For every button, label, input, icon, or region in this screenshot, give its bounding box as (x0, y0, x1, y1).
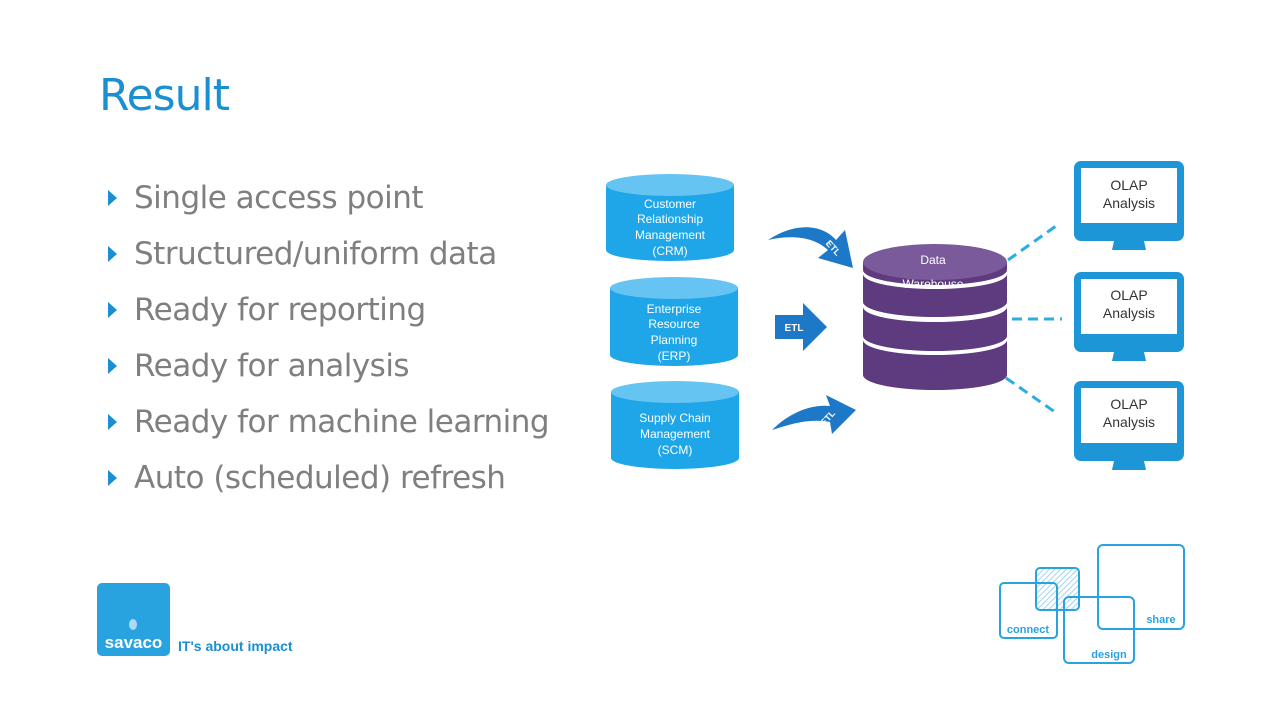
brand-squares-logo: connect design share (999, 544, 1185, 664)
bullet-arrow-icon (108, 414, 117, 430)
source-label: (CRM) (652, 244, 687, 258)
monitor-label: Analysis (1103, 195, 1155, 211)
bullet-item: Ready for machine learning (108, 394, 550, 450)
data-warehouse-cylinder: Data Warehouse (863, 244, 1007, 390)
source-cylinder-erp: Enterprise Resource Planning (ERP) (610, 277, 738, 366)
connector-line (1007, 224, 1057, 262)
monitor-label: Analysis (1103, 305, 1155, 321)
slide-title: Result (99, 70, 230, 121)
source-label: Enterprise (647, 302, 702, 316)
brand-word: share (1146, 614, 1175, 626)
bullet-item: Ready for analysis (108, 338, 549, 394)
connector-line (1005, 376, 1056, 414)
bullet-arrow-icon (108, 302, 117, 318)
monitor-label: OLAP (1110, 287, 1147, 303)
etl-arrow-straight: ETL (775, 303, 827, 351)
source-label: Customer (644, 197, 696, 211)
olap-monitor: OLAP Analysis (1074, 161, 1184, 250)
source-label: Supply Chain (639, 411, 710, 425)
brand-word: design (1091, 649, 1127, 661)
source-label: Planning (651, 333, 698, 347)
bullet-item: Structured/uniform data (108, 226, 549, 282)
source-label: (ERP) (658, 349, 691, 363)
savaco-logo: savaco (97, 583, 170, 656)
warehouse-label: Data (920, 253, 946, 267)
etl-arrow-curved-bottom: ETL (772, 395, 856, 434)
monitor-label: Analysis (1103, 414, 1155, 430)
olap-monitor: OLAP Analysis (1074, 272, 1184, 361)
bullet-arrow-icon (108, 246, 117, 262)
source-label: Management (635, 228, 706, 242)
source-label: Resource (648, 317, 700, 331)
source-label: Relationship (637, 212, 703, 226)
monitor-label: OLAP (1110, 177, 1147, 193)
etl-label: ETL (785, 323, 804, 334)
source-label: (SCM) (658, 443, 693, 457)
source-cylinder-scm: Supply Chain Management (SCM) (611, 381, 739, 469)
source-cylinder-crm: Customer Relationship Management (CRM) (606, 174, 734, 261)
monitor-label: OLAP (1110, 396, 1147, 412)
tagline: IT's about impact (178, 638, 293, 654)
bullet-arrow-icon (108, 358, 117, 374)
warehouse-label: Warehouse (903, 277, 964, 291)
bullet-item: Single access point (108, 170, 549, 226)
olap-monitor: OLAP Analysis (1074, 381, 1184, 470)
bullet-item: Auto (scheduled) refresh (108, 450, 549, 506)
source-label: Management (640, 427, 711, 441)
bullet-arrow-icon (108, 190, 117, 206)
bullet-arrow-icon (108, 470, 117, 486)
brand-word: connect (1007, 624, 1050, 636)
fingerprint-icon (129, 619, 137, 630)
etl-arrow-curved-top: ETL (768, 227, 853, 268)
bullet-list: Single access point Structured/uniform d… (108, 170, 550, 506)
bullet-item: Ready for reporting (108, 282, 549, 338)
